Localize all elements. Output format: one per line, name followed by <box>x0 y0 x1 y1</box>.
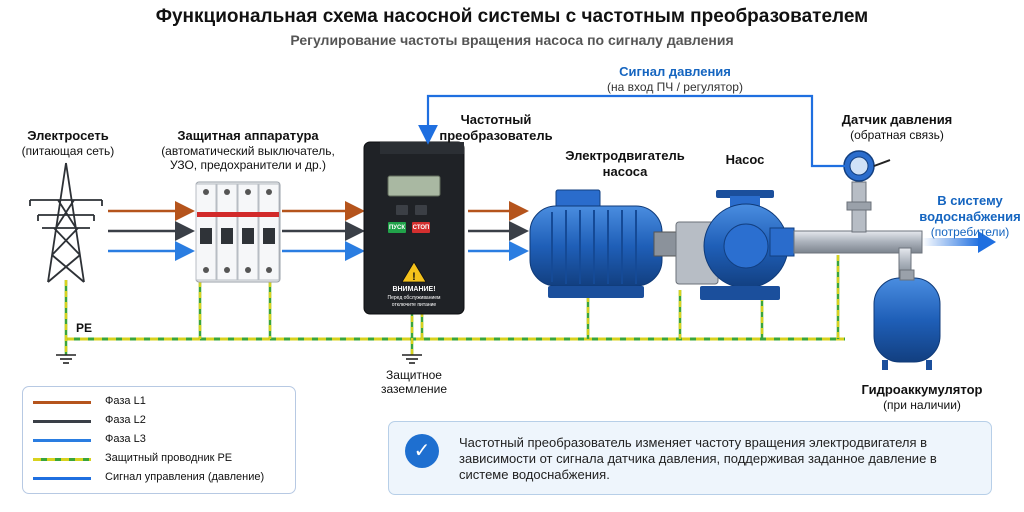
ground-name1: Защитное <box>386 368 442 382</box>
pe-conductor <box>64 255 845 355</box>
grid-label: Электросеть (питающая сеть) <box>8 128 128 158</box>
legend-label-pe: Защитный проводник PE <box>105 452 233 464</box>
pe-label: PE <box>75 321 92 335</box>
protection-name: Защитная аппаратура <box>177 128 319 143</box>
ground-name2: заземление <box>380 382 447 396</box>
outlet-name2: водоснабжения <box>919 209 1021 224</box>
legend-label-l1: Фаза L1 <box>105 395 146 407</box>
svg-text:!: ! <box>412 271 416 283</box>
motor-name1: Электродвигатель <box>565 148 685 163</box>
pressure-sensor-icon <box>843 150 891 233</box>
sensor-sub: (обратная связь) <box>850 128 944 142</box>
pump-name: Насос <box>725 152 765 167</box>
vfd-warning-title: ВНИМАНИЕ! <box>392 286 436 293</box>
legend-swatch-signal <box>33 477 91 480</box>
outlet-sub: (потребители) <box>930 225 1010 239</box>
page-title: Функциональная схема насосной системы с … <box>155 6 869 27</box>
circuit-breakers-icon <box>195 181 281 283</box>
vfd-warning-line1: Перед обслуживанием <box>387 295 441 301</box>
legend-label-l3: Фаза L3 <box>105 433 146 445</box>
vfd-stop-button-label: СТОП <box>412 225 430 231</box>
legend-item-l1: Фаза L1 <box>33 393 288 411</box>
grid-sub: (питающая сеть) <box>21 144 115 158</box>
motor-label: Электродвигатель насоса <box>560 148 690 180</box>
legend-item-signal: Сигнал управления (давление) <box>33 469 288 487</box>
accumulator-name: Гидроаккумулятор <box>861 382 983 397</box>
ground-label: Защитное заземление <box>372 368 456 396</box>
legend: Фаза L1 Фаза L2 Фаза L3 Защитный проводн… <box>22 386 296 494</box>
vfd-name1: Частотный <box>460 112 532 127</box>
legend-label-l2: Фаза L2 <box>105 414 146 426</box>
legend-swatch-pe <box>33 458 91 461</box>
ground-symbol-vfd <box>402 354 422 364</box>
grid-name: Электросеть <box>27 128 109 143</box>
outlet-name1: В систему <box>937 193 1003 208</box>
electric-motor-icon <box>529 189 679 298</box>
legend-label-signal: Сигнал управления (давление) <box>105 471 265 483</box>
legend-item-l3: Фаза L3 <box>33 431 288 449</box>
legend-swatch-l2 <box>33 420 91 423</box>
protection-label: Защитная аппаратура (автоматический выкл… <box>160 128 336 172</box>
motor-name2: насоса <box>602 164 648 179</box>
pump-label: Насос <box>710 152 780 168</box>
sensor-name: Датчик давления <box>841 112 953 127</box>
outlet-label: В систему водоснабжения (потребители) <box>916 193 1024 239</box>
vfd-start-button-label: ПУСК <box>388 225 406 231</box>
protection-sub1: (автоматический выключатель, <box>161 144 335 158</box>
legend-item-l2: Фаза L2 <box>33 412 288 430</box>
vfd-label: Частотный преобразователь <box>434 112 558 144</box>
vfd-unit-icon: ! <box>363 141 465 315</box>
accumulator-sub: (при наличии) <box>883 398 961 412</box>
signal-sub: (на вход ПЧ / регулятор) <box>607 80 743 94</box>
page-subtitle: Регулирование частоты вращения насоса по… <box>290 32 734 48</box>
phase-lines-protection-vfd <box>282 201 365 261</box>
check-icon: ✓ <box>405 434 439 468</box>
protection-sub2: УЗО, предохранители и др.) <box>170 158 326 172</box>
vfd-warning-line2: отключите питание <box>391 302 437 308</box>
info-note: ✓ Частотный преобразователь изменяет час… <box>388 421 992 495</box>
info-note-text: Частотный преобразователь изменяет часто… <box>459 435 937 482</box>
signal-label: Сигнал давления (на вход ПЧ / регулятор) <box>580 64 770 94</box>
pump-icon <box>675 190 795 300</box>
hydro-accumulator-icon <box>873 269 941 370</box>
phase-lines-grid-protection <box>108 201 195 261</box>
phase-lines-vfd-motor <box>468 201 529 261</box>
vfd-name2: преобразователь <box>439 128 553 143</box>
pressure-signal-line <box>418 94 845 168</box>
legend-swatch-l3 <box>33 439 91 442</box>
ground-symbol-left <box>56 354 76 364</box>
legend-item-pe: Защитный проводник PE <box>33 450 288 468</box>
legend-swatch-l1 <box>33 401 91 404</box>
power-tower-icon <box>29 162 103 283</box>
outlet-arrow <box>922 231 996 253</box>
accumulator-label: Гидроаккумулятор (при наличии) <box>852 382 992 412</box>
signal-name: Сигнал давления <box>619 64 731 79</box>
sensor-label: Датчик давления (обратная связь) <box>832 112 962 142</box>
